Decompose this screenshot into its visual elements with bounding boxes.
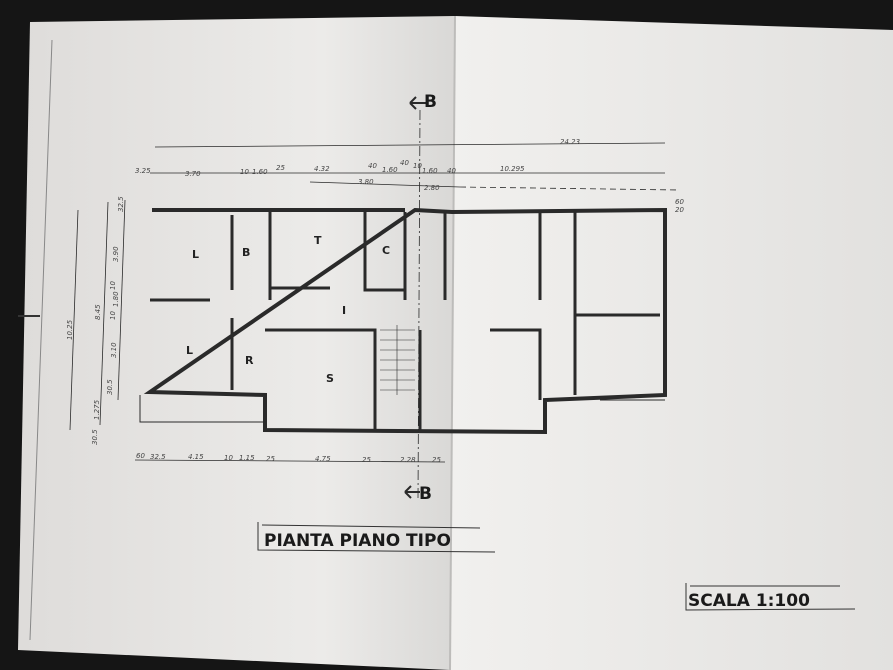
dimensions-bottom: 60 32.5 4.15 10 1.15 25 4.75 25 2.28 25 <box>136 452 441 464</box>
svg-text:1.15: 1.15 <box>239 454 255 462</box>
svg-text:32.5: 32.5 <box>117 196 125 212</box>
svg-text:40: 40 <box>400 159 409 167</box>
right-page <box>450 16 893 670</box>
room-label: C <box>382 244 390 257</box>
svg-text:25: 25 <box>266 455 275 463</box>
svg-text:2.80: 2.80 <box>424 184 440 192</box>
svg-text:2.28: 2.28 <box>400 456 416 464</box>
drawing-scale: SCALA 1:100 <box>688 591 810 611</box>
svg-text:10: 10 <box>224 454 233 462</box>
svg-text:25: 25 <box>276 164 285 172</box>
dimensions-left: 10.25 8.45 32.5 3.90 10 1.80 10 3.10 30.… <box>66 196 125 445</box>
svg-text:10: 10 <box>109 281 117 290</box>
svg-text:30.5: 30.5 <box>91 429 99 445</box>
room-label: L <box>186 344 193 357</box>
room-label: B <box>242 246 250 259</box>
svg-text:10.295: 10.295 <box>500 165 525 173</box>
svg-text:1.60: 1.60 <box>252 168 268 176</box>
svg-text:8.45: 8.45 <box>94 304 102 320</box>
svg-text:10: 10 <box>109 311 117 320</box>
border-line <box>29 39 53 641</box>
svg-text:4.75: 4.75 <box>315 455 331 463</box>
svg-text:3.90: 3.90 <box>112 246 120 262</box>
room-label: I <box>342 304 346 317</box>
svg-text:3.70: 3.70 <box>185 170 201 178</box>
drawing-title: PIANTA PIANO TIPO <box>264 531 451 551</box>
svg-text:10: 10 <box>413 162 422 170</box>
svg-text:4.32: 4.32 <box>314 165 330 173</box>
svg-text:1.60: 1.60 <box>422 167 438 175</box>
svg-text:32.5: 32.5 <box>150 453 166 461</box>
svg-text:10: 10 <box>240 168 249 176</box>
room-label: T <box>314 234 322 247</box>
section-marker-top: B <box>424 92 437 112</box>
svg-text:20: 20 <box>675 206 684 214</box>
svg-text:3.25: 3.25 <box>135 167 151 175</box>
svg-text:10.25: 10.25 <box>66 319 74 340</box>
svg-text:30.5: 30.5 <box>106 379 114 395</box>
svg-text:40: 40 <box>368 162 377 170</box>
svg-text:25: 25 <box>432 456 441 464</box>
svg-text:1.60: 1.60 <box>382 166 398 174</box>
scale-block: SCALA 1:100 <box>685 583 856 611</box>
page-fold <box>449 15 456 670</box>
svg-text:60: 60 <box>675 198 684 206</box>
room-label: L <box>192 248 199 261</box>
dimension-overall: 24.23 <box>560 138 580 146</box>
plan <box>69 96 681 501</box>
left-page <box>18 16 455 670</box>
dimensions-top: 3.25 3.70 10 1.60 25 4.32 40 1.60 40 10 … <box>135 159 684 214</box>
room-label: R <box>245 354 254 367</box>
svg-text:4.15: 4.15 <box>188 453 204 461</box>
room-label: S <box>326 372 334 385</box>
svg-text:3.10: 3.10 <box>110 342 118 358</box>
svg-text:1.80: 1.80 <box>112 291 120 307</box>
svg-text:40: 40 <box>447 167 456 175</box>
svg-text:25: 25 <box>362 456 371 464</box>
svg-text:3.80: 3.80 <box>358 178 374 186</box>
section-marker-bottom: B <box>419 484 432 504</box>
svg-text:60: 60 <box>136 452 145 460</box>
title-block: PIANTA PIANO TIPO <box>257 522 496 553</box>
svg-text:1.275: 1.275 <box>93 399 101 420</box>
